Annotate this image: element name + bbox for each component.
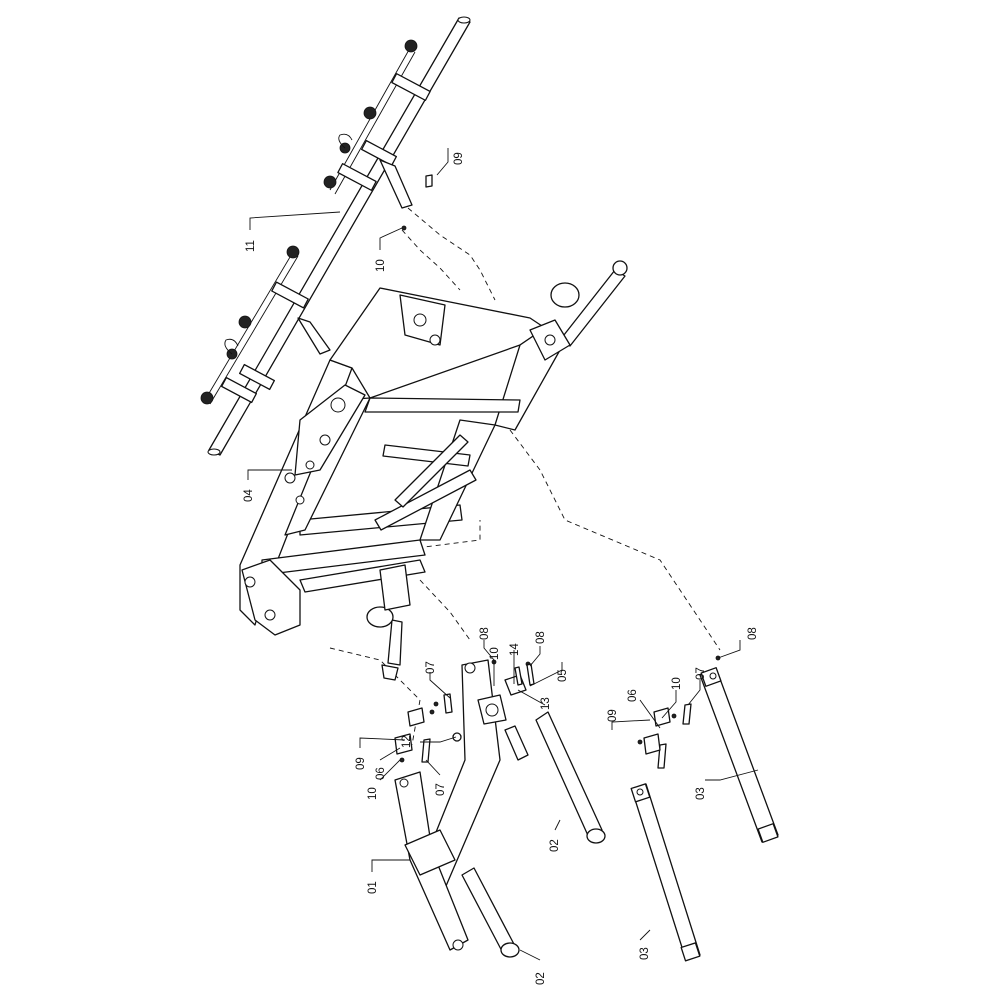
frame-cross-member-1 — [364, 397, 521, 413]
callout-01: 01 — [367, 881, 379, 894]
hydraulic-cylinders — [461, 711, 606, 958]
callout-08-right: 08 — [747, 627, 759, 640]
assembly-guide-lines — [329, 207, 721, 746]
frame-cylinder-top — [559, 269, 626, 347]
nozzle-icons — [200, 39, 418, 405]
callout-10-top: 10 — [375, 259, 387, 272]
cylinder-02-mid — [535, 711, 603, 841]
callout-02-mid: 02 — [549, 839, 561, 852]
callout-02-bottom: 02 — [535, 972, 547, 985]
callout-06-left: 06 — [375, 767, 387, 780]
callout-08-a: 08 — [479, 627, 491, 640]
arm-03-right — [699, 667, 779, 843]
callout-labels: 09 11 10 04 08 10 14 08 05 07 13 12 09 0… — [243, 152, 759, 985]
boom-clamps — [220, 73, 431, 404]
callout-12: 12 — [401, 735, 413, 748]
callout-04: 04 — [243, 489, 255, 502]
frame-bottom-mount — [241, 559, 301, 636]
spray-boom-assembly — [200, 16, 471, 456]
arm-cross-plate — [404, 829, 456, 876]
frame-tank — [550, 282, 580, 308]
callout-11: 11 — [245, 240, 257, 252]
arm-03-bottom — [631, 783, 701, 961]
callout-05: 05 — [557, 669, 569, 682]
callout-14: 14 — [509, 643, 521, 656]
frame-lower-cylinder — [387, 619, 403, 666]
stabilizer-arms — [630, 667, 779, 962]
callout-leaders — [247, 148, 759, 961]
cylinder-02-bottom — [461, 867, 517, 956]
callout-06-right: 06 — [627, 689, 639, 702]
callout-10-right: 10 — [671, 677, 683, 690]
callout-03-bottom: 03 — [639, 947, 651, 960]
callout-07-right: 07 — [695, 667, 707, 680]
callout-10-mid: 10 — [489, 647, 501, 660]
callout-07-lower: 07 — [435, 783, 447, 796]
callout-03-right: 03 — [695, 787, 707, 800]
callout-08-b: 08 — [535, 631, 547, 644]
callout-09-top: 09 — [453, 152, 465, 165]
callout-09-right: 09 — [607, 709, 619, 722]
callout-07-left: 07 — [425, 661, 437, 674]
boom-bracket-lower — [297, 317, 331, 355]
callout-13: 13 — [540, 697, 552, 710]
boom-bracket-upper — [379, 159, 413, 209]
main-frame-assembly — [239, 260, 628, 681]
callout-10-left: 10 — [367, 787, 379, 800]
callout-09-left: 09 — [355, 757, 367, 770]
